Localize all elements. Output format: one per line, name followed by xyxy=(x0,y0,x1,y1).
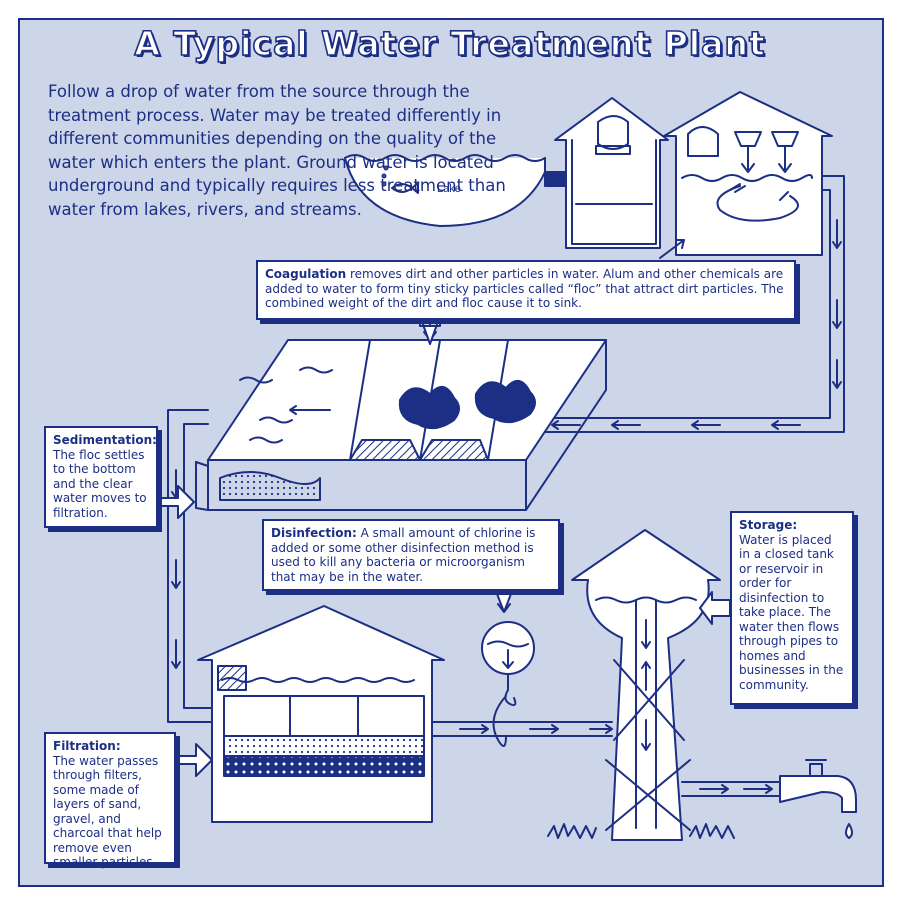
storage-tower xyxy=(571,529,739,841)
pipe-to-storage xyxy=(431,695,613,747)
grass xyxy=(547,823,735,839)
filtration-heading: Filtration: xyxy=(53,739,121,753)
coagulation-building xyxy=(663,91,833,256)
lake-label: Lake xyxy=(437,183,461,195)
disinfection-heading: Disinfection: xyxy=(271,526,357,540)
pipe-to-faucet xyxy=(681,781,781,797)
storage-callout: Storage: Water is placed in a closed tan… xyxy=(730,511,854,705)
lake xyxy=(344,154,546,227)
sedimentation-text: The floc settles to the bottom and the c… xyxy=(53,447,147,520)
sedimentation-callout: Sedimentation: The floc settles to the b… xyxy=(44,426,158,528)
faucet-icon xyxy=(779,759,857,839)
disinfection-text: A small amount of chlorine is added or s… xyxy=(271,526,536,584)
pipe-to-basin xyxy=(535,175,845,433)
filtration-callout: Filtration: The water passes through fil… xyxy=(44,732,176,869)
pipe-to-filter xyxy=(167,409,217,723)
intro-text: Follow a drop of water from the source t… xyxy=(48,82,506,219)
filtration-text: The water passes through filters, some m… xyxy=(53,753,162,870)
sedimentation-basin xyxy=(195,299,607,511)
fish-icon xyxy=(391,182,419,194)
sedimentation-heading: Sedimentation: xyxy=(53,433,157,447)
filtration-building xyxy=(197,605,445,823)
disinfection-callout: Disinfection: A small amount of chlorine… xyxy=(262,519,560,591)
intake-building xyxy=(554,97,669,249)
coagulation-callout: Coagulation removes dirt and other parti… xyxy=(256,260,796,320)
coagulation-heading: Coagulation xyxy=(265,267,347,281)
storage-text: Water is placed in a closed tank or rese… xyxy=(739,532,844,692)
coagulation-text: removes dirt and other particles in wate… xyxy=(265,267,784,310)
page-title: A Typical Water Treatment Plant xyxy=(134,23,766,64)
storage-heading: Storage: xyxy=(739,518,798,532)
